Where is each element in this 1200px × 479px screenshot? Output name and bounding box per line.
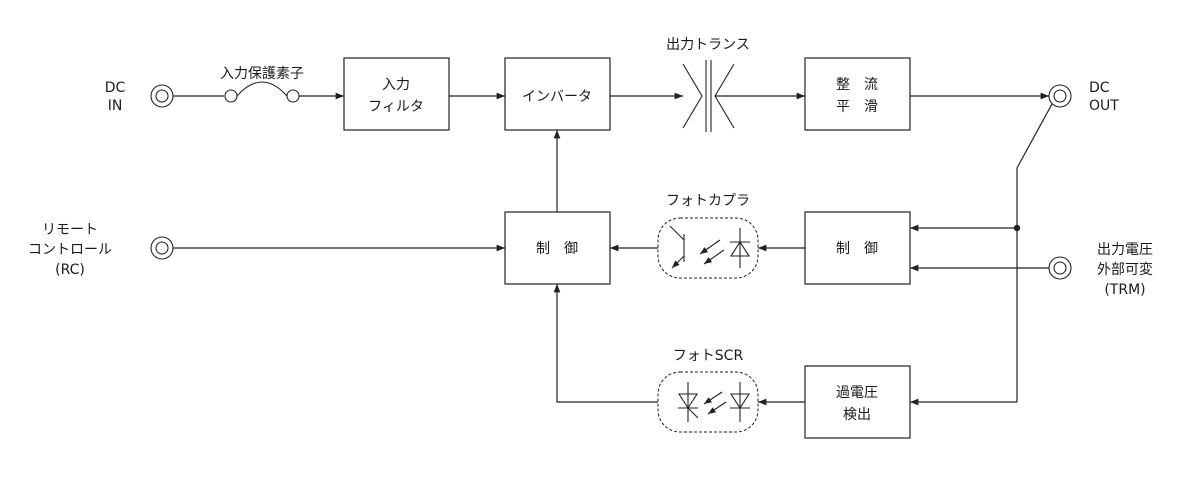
input-filter-label-line2: フィルタ (368, 99, 424, 115)
control-secondary-label: 制 御 (836, 241, 878, 257)
overvoltage-detection-box (804, 365, 911, 439)
input-protection-label: 入力保護素子 (220, 66, 304, 82)
dc-out-label-line2: OUT (1089, 98, 1119, 114)
overvoltage-label-line2: 検出 (843, 407, 871, 423)
output-transformer-label: 出力トランス (666, 37, 750, 53)
inverter-box (504, 57, 611, 131)
dc-out-label-line1: DC (1089, 80, 1110, 96)
photo-scr-symbol (657, 371, 759, 433)
overvoltage-label-line1: 過電圧 (836, 385, 878, 401)
rc-label-line1: リモート (42, 222, 98, 238)
rectifier-label-line1: 整 流 (836, 77, 878, 93)
dc-in-label-line1: DC (105, 80, 126, 96)
input-filter-box (343, 57, 450, 131)
dc-in-terminal (150, 84, 174, 108)
inverter-label: インバータ (522, 89, 592, 105)
trm-label-line2: 外部可変 (1097, 261, 1153, 278)
control-primary-label: 制 御 (536, 241, 578, 257)
fuse-symbol (173, 81, 344, 103)
trm-label-line1: 出力電圧 (1097, 242, 1153, 258)
rc-terminal (150, 236, 174, 260)
photo-scr-label: フォトSCR (673, 348, 744, 364)
trm-label-line3: (TRM) (1104, 282, 1145, 298)
input-filter-label-line1: 入力 (382, 77, 410, 93)
dc-out-terminal (1048, 84, 1072, 108)
output-feedback-line (1013, 103, 1053, 402)
trm-terminal (1048, 256, 1072, 280)
photocoupler-symbol (657, 217, 759, 279)
rc-label-line3: (RC) (55, 262, 85, 278)
dc-in-label-line2: IN (108, 98, 123, 114)
rectifier-label-line2: 平 滑 (836, 98, 878, 115)
photocoupler-label: フォトカプラ (666, 193, 750, 209)
rc-label-line2: コントロール (28, 242, 112, 258)
rectifier-smoothing-box (804, 57, 911, 131)
